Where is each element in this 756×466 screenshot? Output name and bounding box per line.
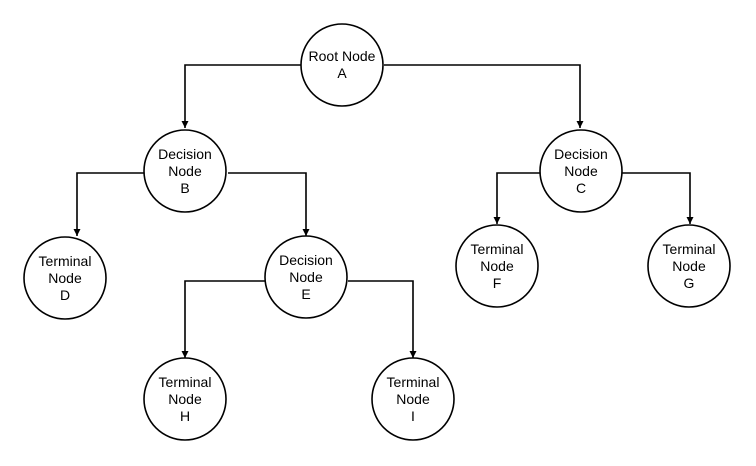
node-label: Terminal bbox=[39, 253, 92, 269]
node-label: Node bbox=[396, 391, 430, 407]
node-label: Node bbox=[168, 163, 202, 179]
node-label: D bbox=[60, 287, 70, 303]
node-label: Node bbox=[289, 269, 323, 285]
node-label: E bbox=[301, 286, 310, 302]
node-label: Node bbox=[480, 258, 514, 274]
node-label: Decision bbox=[158, 146, 212, 162]
node-label: Node bbox=[672, 258, 706, 274]
node-label: Node bbox=[48, 270, 82, 286]
terminal-node-i: Terminal Node I bbox=[371, 357, 455, 441]
decision-node-c: Decision Node C bbox=[539, 129, 623, 213]
node-circle bbox=[647, 224, 731, 308]
edge-a-to-c bbox=[384, 64, 584, 128]
node-label: A bbox=[337, 65, 347, 81]
terminal-node-f: Terminal Node F bbox=[455, 224, 539, 308]
node-label: Root Node bbox=[309, 48, 376, 64]
edge-c-to-f bbox=[493, 172, 543, 224]
node-label: Node bbox=[564, 163, 598, 179]
node-label: Terminal bbox=[471, 241, 524, 257]
node-label: F bbox=[493, 275, 502, 291]
edge-e-to-i bbox=[348, 280, 417, 358]
terminal-node-d: Terminal Node D bbox=[23, 236, 107, 320]
node-label: I bbox=[411, 408, 415, 424]
node-circle bbox=[143, 357, 227, 441]
node-label: Decision bbox=[279, 252, 333, 268]
terminal-node-h: Terminal Node H bbox=[143, 357, 227, 441]
connectors bbox=[73, 64, 694, 358]
decision-node-e: Decision Node E bbox=[264, 235, 348, 319]
node-label: Terminal bbox=[663, 241, 716, 257]
node-label: C bbox=[576, 180, 586, 196]
node-label: Terminal bbox=[159, 374, 212, 390]
node-label: Terminal bbox=[387, 374, 440, 390]
node-circle bbox=[539, 129, 623, 213]
edge-c-to-g bbox=[622, 172, 694, 224]
node-label: Node bbox=[168, 391, 202, 407]
decision-node-b: Decision Node B bbox=[143, 129, 227, 213]
node-circle bbox=[455, 224, 539, 308]
edge-b-to-d bbox=[73, 172, 148, 236]
node-label: H bbox=[180, 408, 190, 424]
edge-a-to-b bbox=[181, 64, 302, 128]
root-node-a: Root Node A bbox=[300, 23, 384, 107]
node-circle bbox=[371, 357, 455, 441]
node-circle bbox=[300, 23, 384, 107]
node-label: B bbox=[180, 180, 189, 196]
node-circle bbox=[264, 235, 348, 319]
terminal-node-g: Terminal Node G bbox=[647, 224, 731, 308]
node-circle bbox=[143, 129, 227, 213]
edge-e-to-h bbox=[181, 280, 268, 358]
edge-b-to-e bbox=[228, 172, 310, 236]
node-circle bbox=[23, 236, 107, 320]
node-label: G bbox=[684, 275, 695, 291]
node-label: Decision bbox=[554, 146, 608, 162]
